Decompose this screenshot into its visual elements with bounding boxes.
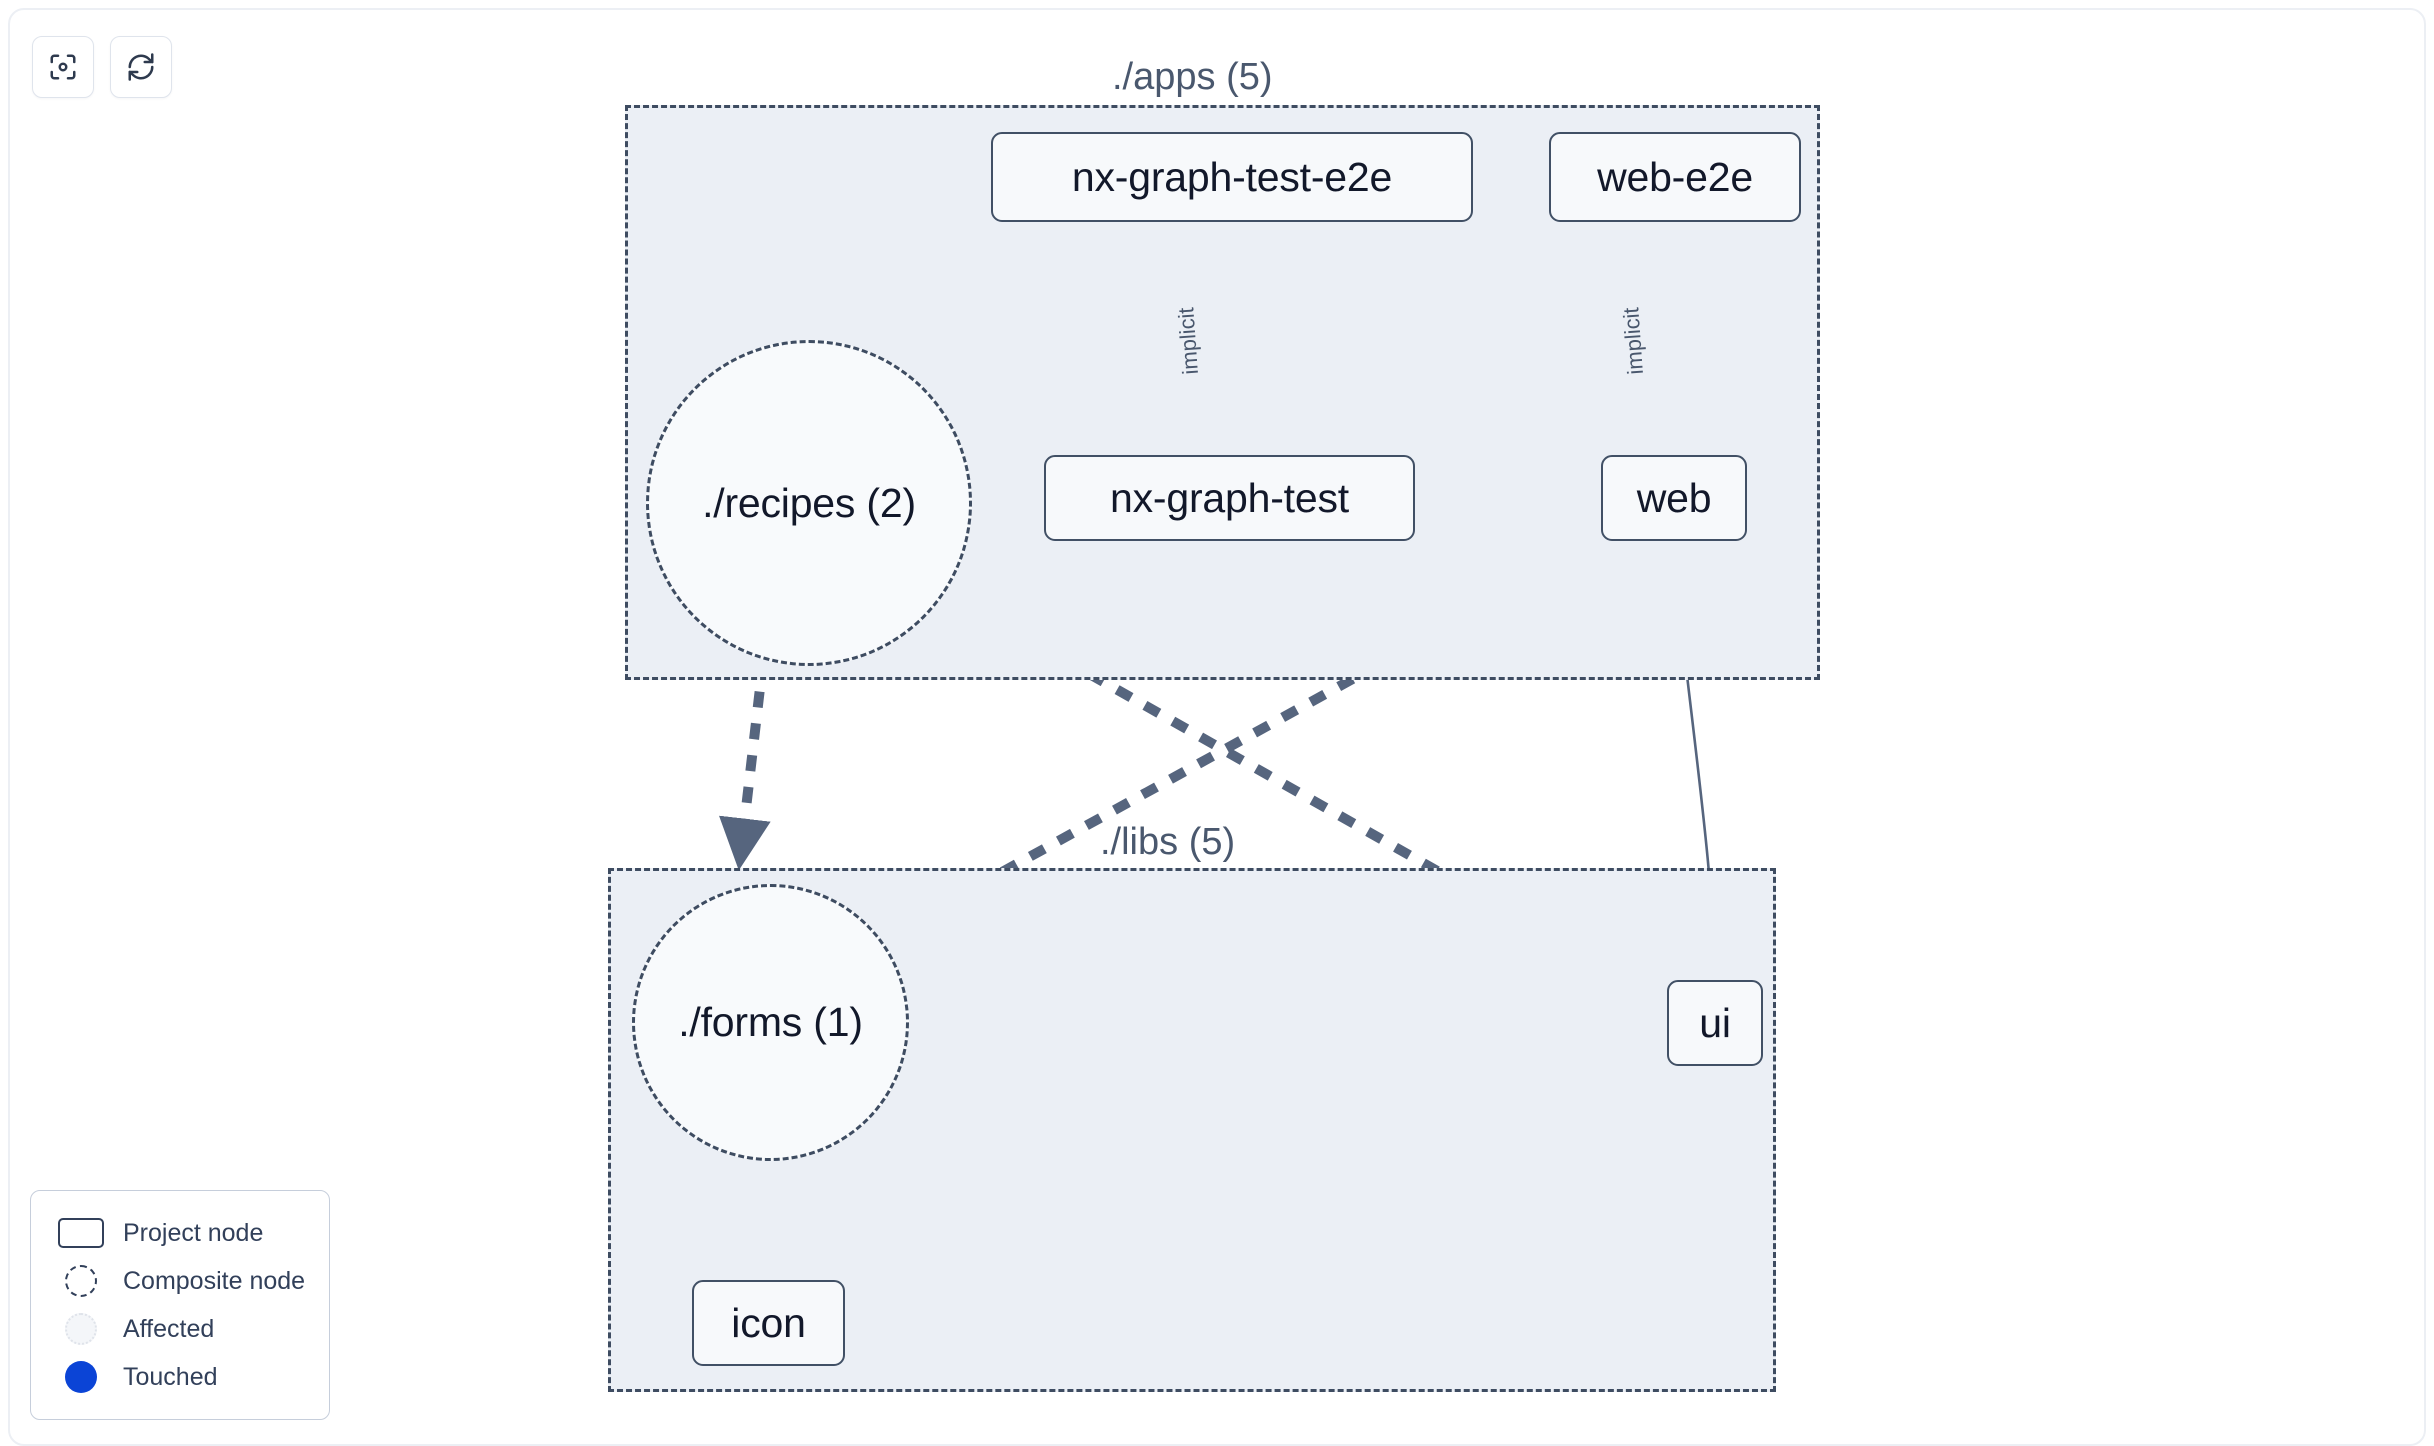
refresh-icon [126,52,156,82]
legend-item-label: Project node [123,1218,264,1247]
node-ui[interactable]: ui [1667,980,1763,1066]
node-icon[interactable]: icon [692,1280,845,1366]
node-nx-graph-test-e2e[interactable]: nx-graph-test-e2e [991,132,1473,222]
node-label: ui [1699,999,1731,1046]
node-label: icon [731,1299,806,1346]
legend-item-touched: Touched [53,1353,309,1401]
graph-toolbar [32,36,172,98]
node-web-e2e[interactable]: web-e2e [1549,132,1801,222]
legend-item-composite-node: Composite node [53,1257,309,1305]
affected-swatch [53,1313,109,1345]
refresh-graph-button[interactable] [110,36,172,98]
node-recipes-composite[interactable]: ./recipes (2) [646,340,972,666]
edge-label-implicit-nx-graph-test: implicit [1173,306,1203,376]
node-label: nx-graph-test [1110,474,1349,521]
legend-item-label: Touched [123,1362,218,1391]
composite-node-swatch [53,1265,109,1297]
legend-item-label: Affected [123,1314,215,1343]
legend-item-affected: Affected [53,1305,309,1353]
edge-label-implicit-web: implicit [1618,306,1648,376]
group-label-apps: ./apps (5) [1112,56,1273,98]
legend-item-project-node: Project node [53,1209,309,1257]
project-node-swatch [53,1218,109,1248]
graph-legend: Project node Composite node Affected Tou… [30,1190,330,1420]
node-label: ./forms (1) [678,999,863,1045]
group-label-libs: ./libs (5) [1100,821,1236,863]
node-web[interactable]: web [1601,455,1747,541]
node-nx-graph-test[interactable]: nx-graph-test [1044,455,1415,541]
focus-graph-button[interactable] [32,36,94,98]
focus-target-icon [48,52,78,82]
legend-item-label: Composite node [123,1266,306,1295]
touched-swatch [53,1361,109,1393]
node-label: nx-graph-test-e2e [1071,153,1393,200]
node-label: web-e2e [1597,153,1753,200]
node-label: ./recipes (2) [702,479,916,526]
node-forms-composite[interactable]: ./forms (1) [632,884,909,1161]
node-label: web [1636,474,1712,521]
